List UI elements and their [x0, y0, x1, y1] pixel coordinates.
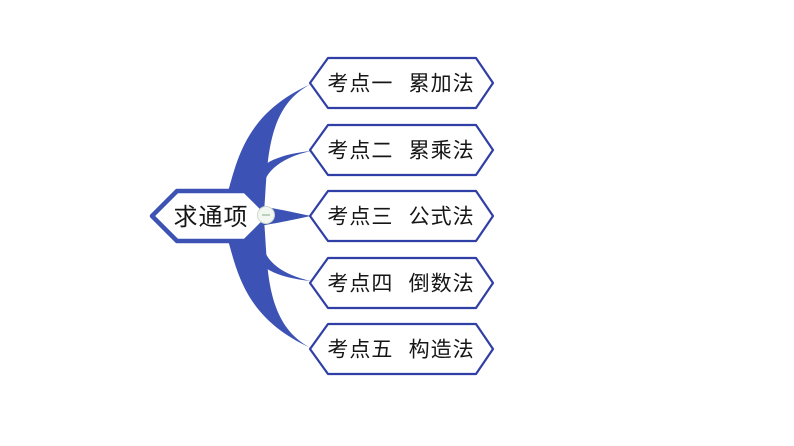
branch-node-shape-5 — [308, 322, 495, 376]
branch-node-label-1: 考点一 累加法 — [327, 71, 475, 96]
connector-curve-1 — [228, 84, 311, 212]
branch-node-shape-2 — [308, 123, 495, 177]
branch-node-shape-3 — [308, 189, 495, 243]
branch-node-label-3: 考点三 公式法 — [327, 204, 475, 229]
branch-node-label-2: 考点二 累乘法 — [327, 138, 475, 163]
branch-node-label-5: 考点五 构造法 — [327, 337, 475, 362]
branch-node-shape-4 — [308, 256, 495, 310]
branch-node-label-4: 考点四 倒数法 — [327, 271, 475, 296]
connector-curve-5 — [228, 220, 311, 348]
junction-handle-icon — [257, 206, 275, 224]
connector-curve-2 — [246, 151, 311, 208]
center-node-label: 求通项 — [173, 203, 249, 231]
branch-node-shape-1 — [308, 56, 495, 110]
